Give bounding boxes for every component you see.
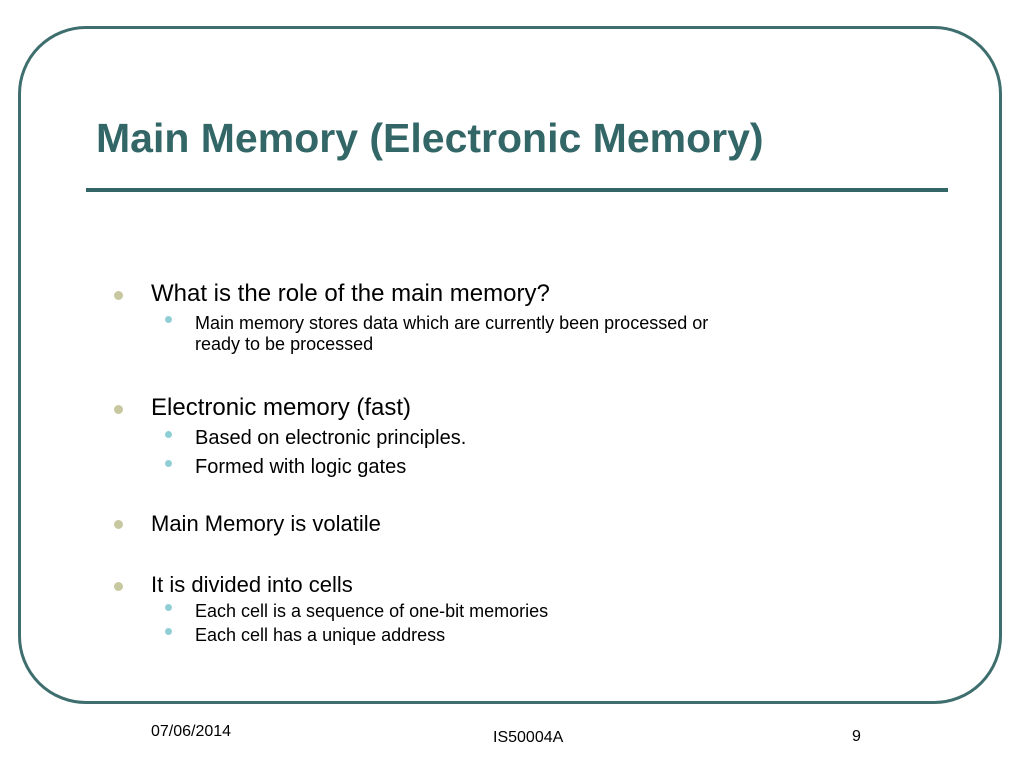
sub-bullet-dot-icon [165, 316, 172, 323]
slide-frame [18, 26, 1002, 704]
footer-page-number: 9 [852, 728, 861, 745]
footer-date: 07/06/2014 [151, 723, 232, 740]
bullet-dot-icon [114, 520, 123, 529]
bullet-item: Main Memory is volatile [151, 511, 381, 536]
slide-title: Main Memory (Electronic Memory) [96, 115, 764, 161]
sub-bullet-item: Formed with logic gates [195, 456, 407, 478]
sub-bullet-dot-icon [165, 628, 172, 635]
footer-course-code: IS50004A [493, 729, 564, 746]
bullet-dot-icon [114, 582, 123, 591]
sub-bullet-item-continuation: ready to be processed [195, 334, 374, 354]
sub-bullet-dot-icon [165, 460, 172, 467]
bullet-dot-icon [114, 291, 123, 300]
sub-bullet-dot-icon [165, 431, 172, 438]
sub-bullet-item: Each cell is a sequence of one-bit memor… [195, 601, 549, 621]
bullet-item: What is the role of the main memory? [151, 280, 550, 307]
bullet-dot-icon [114, 405, 123, 414]
sub-bullet-item: Based on electronic principles. [195, 427, 467, 449]
sub-bullet-item: Each cell has a unique address [195, 625, 446, 645]
bullet-item: Electronic memory (fast) [151, 394, 412, 421]
title-divider [86, 188, 948, 192]
sub-bullet-item: Main memory stores data which are curren… [195, 313, 709, 333]
sub-bullet-dot-icon [165, 604, 172, 611]
bullet-item: It is divided into cells [151, 572, 353, 597]
